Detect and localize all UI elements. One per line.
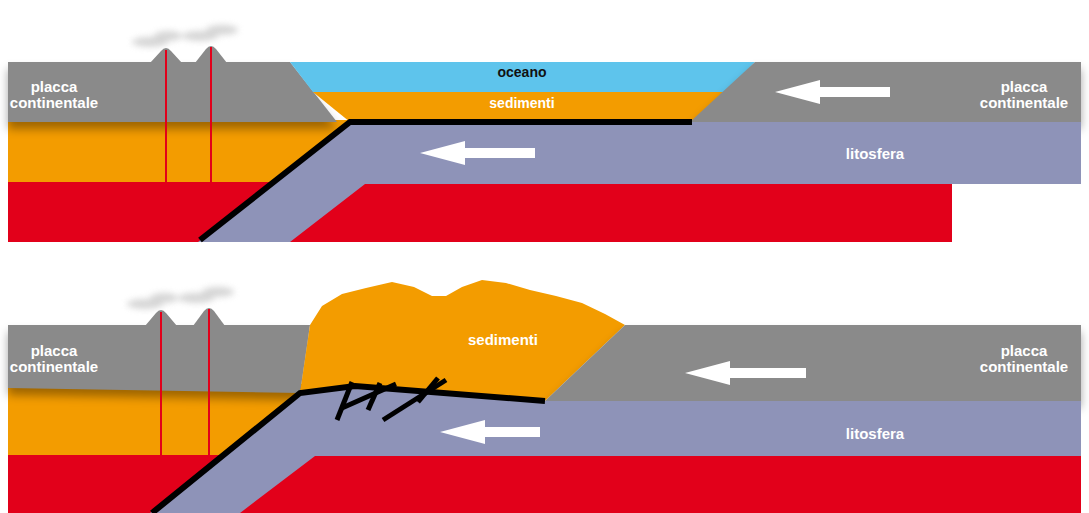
layer-label: placca continentale (978, 343, 1070, 375)
ocean-band-fill (290, 62, 755, 92)
continental-plate-fill (545, 325, 1081, 401)
layer-label: placca continentale (8, 343, 100, 375)
layer-label: litosfera (820, 146, 930, 162)
ocean-band: oceano (290, 62, 755, 92)
continental-plate: placca continentale (8, 62, 337, 122)
continental-plate-fill (8, 325, 310, 393)
layer-label: oceano (462, 64, 582, 80)
layer-label: placca continentale (8, 79, 100, 111)
layer-label: sedimenti (462, 95, 582, 111)
continental-plate: placca continentale (8, 325, 310, 393)
layer-label: sedimenti (448, 332, 558, 348)
continental-plate: placca continentale (545, 325, 1081, 401)
layer-label: litosfera (820, 426, 930, 442)
layer-label: placca continentale (978, 79, 1070, 111)
continental-plate-fill (690, 62, 1081, 122)
sediment-band-fill (313, 92, 727, 122)
mantle-layer-red (8, 182, 952, 242)
magma-conduit (161, 47, 211, 455)
continental-plate-fill (8, 62, 337, 122)
volcano-cone (145, 46, 227, 326)
lithosphere-slab-fill (198, 122, 1081, 242)
lithosphere-slab-fill (150, 386, 1081, 513)
sediment-band: sedimenti (313, 92, 727, 122)
subduction-fault (152, 122, 692, 513)
thrust-fault (337, 378, 446, 420)
motion-arrow (420, 80, 890, 444)
